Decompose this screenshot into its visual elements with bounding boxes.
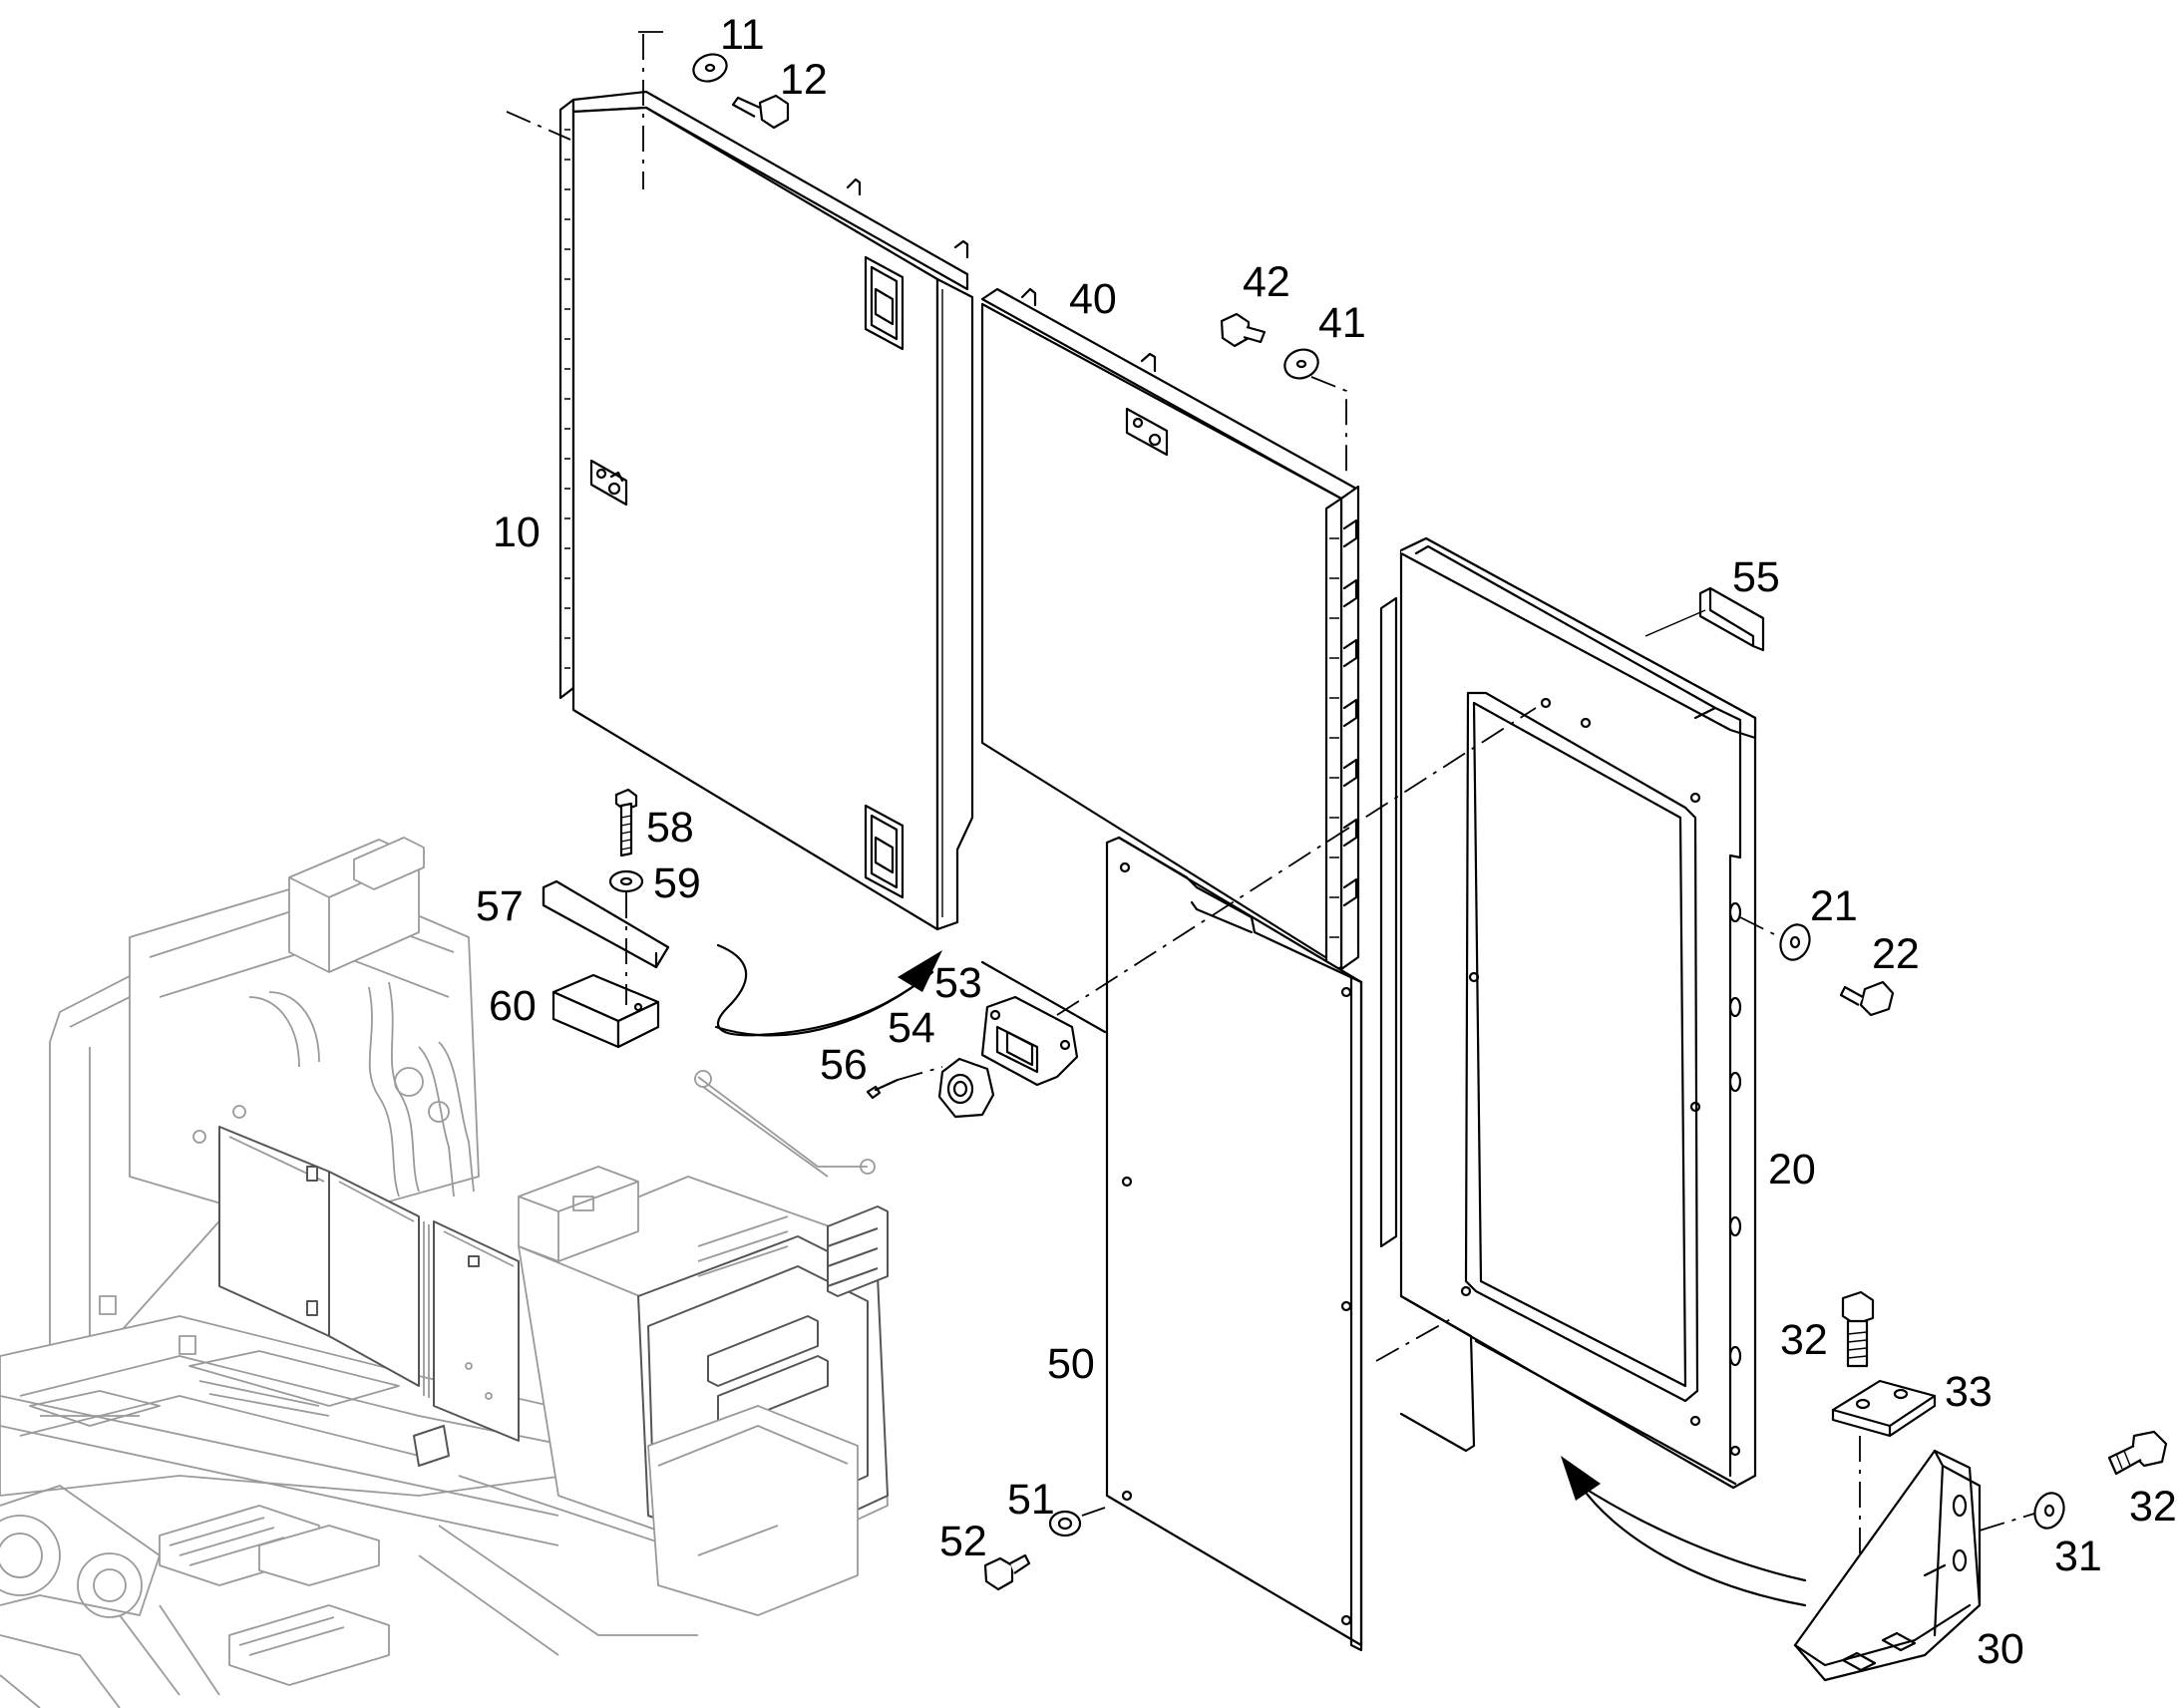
callout-11: 11 bbox=[720, 11, 765, 59]
callout-50: 50 bbox=[1047, 1340, 1095, 1388]
callout-52: 52 bbox=[939, 1518, 987, 1565]
callout-51: 51 bbox=[1007, 1476, 1055, 1524]
part-32-bolt-upper bbox=[1841, 1290, 1875, 1368]
part-33-plate bbox=[1831, 1379, 1937, 1438]
callout-22: 22 bbox=[1872, 930, 1920, 978]
callout-12: 12 bbox=[780, 56, 828, 104]
callout-60: 60 bbox=[489, 982, 537, 1030]
part-57-plate bbox=[542, 879, 670, 969]
part-52-bolt bbox=[983, 1553, 1031, 1591]
callout-53: 53 bbox=[934, 959, 982, 1007]
axis-line-21 bbox=[1739, 916, 1781, 938]
callout-41: 41 bbox=[1318, 299, 1366, 347]
part-56-screw bbox=[866, 1078, 900, 1100]
part-31-washer bbox=[2033, 1492, 2065, 1530]
leader-55 bbox=[1644, 609, 1706, 637]
part-40-right-door bbox=[980, 287, 1360, 977]
callout-55: 55 bbox=[1732, 553, 1780, 601]
arrow-to-frame bbox=[1561, 1456, 1807, 1607]
part-42-bolt bbox=[1220, 312, 1267, 348]
callout-54: 54 bbox=[888, 1004, 935, 1052]
callout-59: 59 bbox=[653, 859, 701, 907]
part-32-bolt-lower bbox=[2107, 1430, 2168, 1476]
callout-31: 31 bbox=[2054, 1533, 2102, 1580]
part-21-washer bbox=[1779, 923, 1811, 961]
part-50-back-plate bbox=[1105, 836, 1363, 1652]
axis-line-51 bbox=[1081, 1507, 1106, 1517]
machine-context-view bbox=[0, 837, 889, 1708]
part-60-block bbox=[551, 973, 660, 1049]
part-12-bolt bbox=[731, 94, 790, 130]
callout-32-upper: 32 bbox=[1780, 1316, 1828, 1364]
arrow-to-cabinet bbox=[714, 943, 942, 1037]
part-55-plate bbox=[1698, 586, 1765, 652]
part-54-bumper bbox=[937, 1057, 995, 1119]
axis-line-50 bbox=[1375, 1315, 1457, 1362]
axis-line-53 bbox=[1056, 707, 1537, 1016]
callout-58: 58 bbox=[646, 804, 694, 852]
callout-56: 56 bbox=[820, 1041, 868, 1089]
callout-40: 40 bbox=[1069, 275, 1117, 323]
part-59-washer bbox=[608, 869, 644, 893]
part-58-bolt bbox=[614, 788, 638, 857]
part-53-bracket bbox=[980, 995, 1079, 1087]
axis-line-56 bbox=[897, 1066, 943, 1081]
callout-21: 21 bbox=[1810, 882, 1858, 930]
part-11-washer bbox=[692, 53, 728, 83]
callout-10: 10 bbox=[493, 509, 541, 556]
callout-20: 20 bbox=[1768, 1146, 1816, 1194]
axis-line-10 bbox=[506, 111, 571, 141]
part-10-left-door bbox=[558, 90, 974, 931]
callout-42: 42 bbox=[1243, 258, 1290, 306]
part-41-washer bbox=[1283, 348, 1319, 380]
callout-30: 30 bbox=[1977, 1625, 2024, 1673]
part-22-bolt bbox=[1839, 980, 1895, 1017]
axis-line-31 bbox=[1979, 1513, 2035, 1532]
callout-33: 33 bbox=[1945, 1368, 1993, 1416]
part-51-nut bbox=[1048, 1510, 1082, 1537]
callout-57: 57 bbox=[476, 882, 524, 930]
leader-40-bottom bbox=[980, 960, 1107, 1034]
part-20-frame bbox=[1379, 536, 1757, 1490]
callout-32-lower: 32 bbox=[2129, 1483, 2177, 1531]
axis-line-41 bbox=[1310, 376, 1347, 479]
part-30-bracket bbox=[1793, 1449, 1982, 1682]
